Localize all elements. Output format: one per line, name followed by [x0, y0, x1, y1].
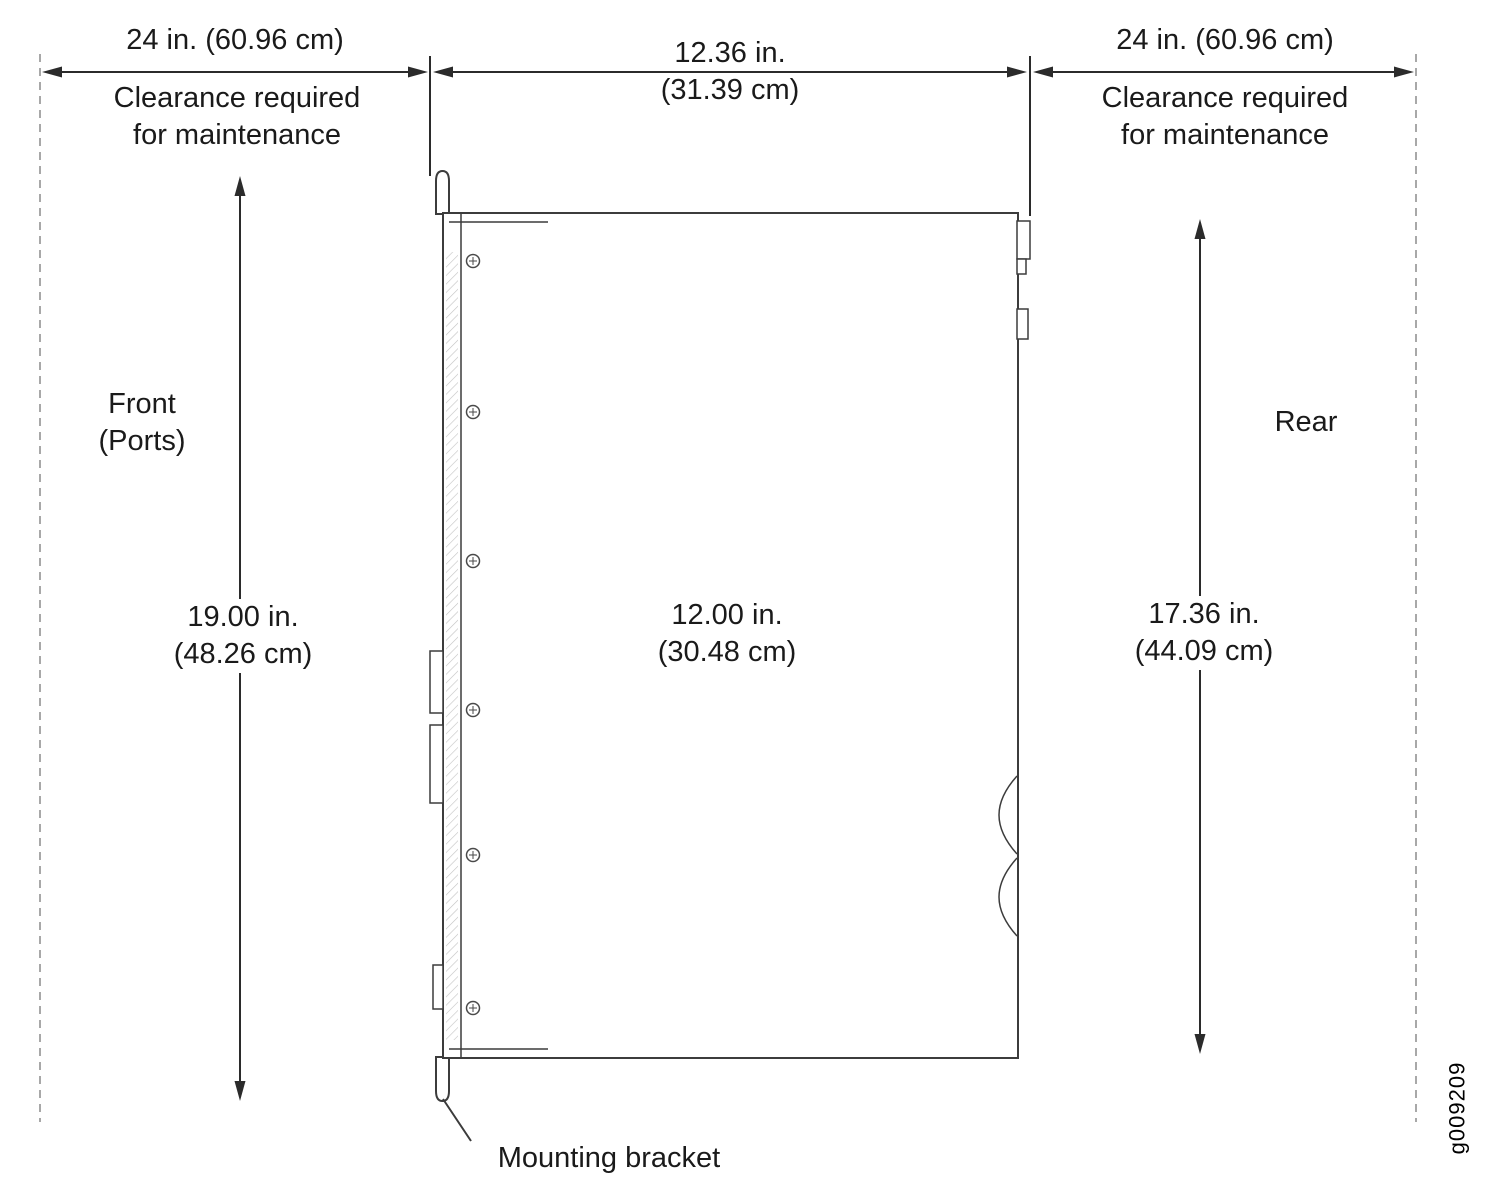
- rear-feature-tab: [1016, 258, 1027, 275]
- maintenance-boundary-lines: [39, 54, 1417, 1122]
- front-label-line2: (Ports): [98, 425, 186, 457]
- figure-id: g009209: [1444, 1061, 1470, 1155]
- right-clearance-note: Clearance required for maintenance: [1102, 80, 1349, 154]
- right-clearance-note-line2: for maintenance: [1121, 119, 1329, 151]
- rear-width-dimension-label: 17.36 in. (44.09 cm): [1124, 596, 1284, 670]
- rear-width-metric: (44.09 cm): [1134, 635, 1274, 667]
- inner-depth-value: 12.00 in.: [671, 599, 783, 631]
- mounting-bracket-label: Mounting bracket: [497, 1142, 721, 1174]
- outer-depth-value: 12.36 in.: [674, 37, 786, 69]
- front-label-line1: Front: [108, 388, 176, 420]
- screw-icon: [465, 553, 481, 569]
- screw-icon: [465, 1000, 481, 1016]
- left-clearance-dimension: 24 in. (60.96 cm): [126, 24, 344, 56]
- chassis-top-view: [429, 169, 1031, 1142]
- arrowhead-icon: [234, 1081, 246, 1101]
- arrowhead-icon: [1194, 1034, 1206, 1054]
- inner-depth-metric: (30.48 cm): [657, 636, 797, 668]
- screw-icon: [465, 253, 481, 269]
- front-width-dimension-label: 19.00 in. (48.26 cm): [163, 599, 323, 673]
- front-panel-screws: [465, 253, 481, 1016]
- rear-handle-curve: [998, 857, 1018, 937]
- rear-label: Rear: [1274, 406, 1338, 438]
- left-clearance-note-line2: for maintenance: [133, 119, 341, 151]
- screw-icon: [465, 702, 481, 718]
- arrowhead-icon: [408, 66, 428, 78]
- rear-feature-connector: [1016, 308, 1029, 340]
- left-clearance-note: Clearance required for maintenance: [114, 80, 361, 154]
- right-clearance-note-line1: Clearance required: [1101, 82, 1349, 114]
- screw-icon: [465, 404, 481, 420]
- rear-panel-features: [998, 220, 1031, 937]
- front-label: Front (Ports): [99, 386, 186, 460]
- arrowhead-icon: [1033, 66, 1053, 78]
- front-feature-block: [432, 964, 444, 1010]
- outer-depth-dimension: 12.36 in. (31.39 cm): [661, 35, 800, 109]
- bracket-leader-line: [442, 1098, 472, 1142]
- arrowhead-icon: [1194, 219, 1206, 239]
- right-clearance-dimension: 24 in. (60.96 cm): [1116, 24, 1334, 56]
- front-panel-vent-hatch: [446, 252, 458, 1040]
- front-panel-features: [429, 650, 444, 1010]
- front-feature-block: [429, 724, 444, 804]
- inner-depth-dimension-label: 12.00 in. (30.48 cm): [658, 597, 797, 671]
- rear-feature-tab: [1016, 220, 1031, 260]
- arrowhead-icon: [42, 66, 62, 78]
- top-mounting-bracket-tab: [435, 169, 450, 215]
- arrowhead-icon: [1007, 66, 1027, 78]
- arrowhead-icon: [234, 176, 246, 196]
- front-width-metric: (48.26 cm): [173, 638, 313, 670]
- front-width-value: 19.00 in.: [187, 601, 299, 633]
- front-feature-block: [429, 650, 444, 714]
- arrowhead-icon: [1394, 66, 1414, 78]
- top-dimension-lines: [42, 56, 1414, 216]
- arrowhead-icon: [433, 66, 453, 78]
- outer-depth-metric: (31.39 cm): [660, 74, 800, 106]
- chassis-body: [442, 212, 1019, 1059]
- rear-width-value: 17.36 in.: [1148, 598, 1260, 630]
- bottom-mounting-bracket-tab: [435, 1056, 450, 1103]
- left-clearance-note-line1: Clearance required: [113, 82, 361, 114]
- rear-handle-curve: [998, 775, 1018, 855]
- screw-icon: [465, 847, 481, 863]
